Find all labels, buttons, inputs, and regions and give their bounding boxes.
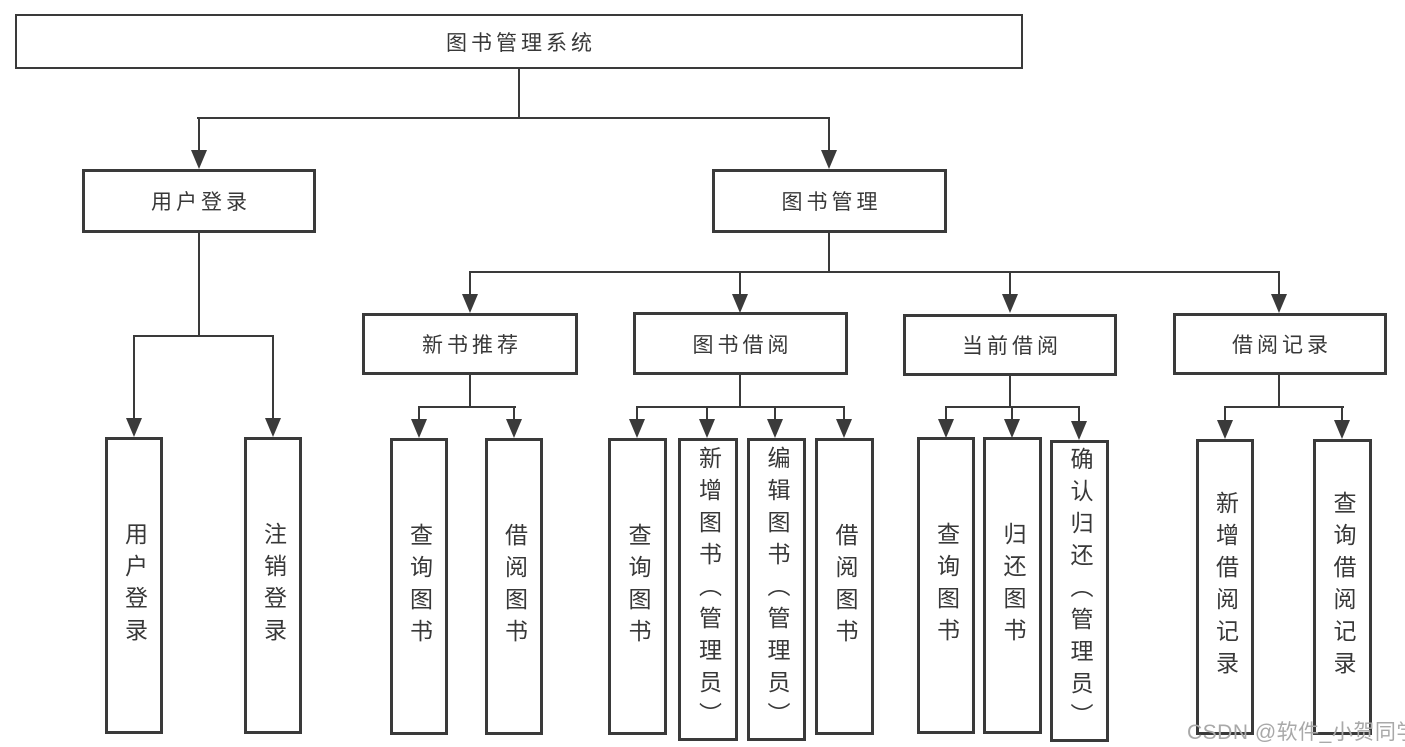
leaf-bb-borrow-label: 借阅图书 [832, 522, 858, 651]
arrowhead-to-user-login [191, 150, 207, 169]
arrowhead-to-leaf-bb-borrow [836, 419, 852, 438]
arrowhead-to-leaf-new-query [411, 419, 427, 438]
edge-bb-leaf4-stem [843, 406, 845, 421]
edge-rec-hline [1224, 406, 1344, 408]
edge-user-hline [133, 335, 274, 337]
node-current-borrow: 当前借阅 [903, 314, 1117, 376]
arrowhead-to-leaf-bb-add [699, 419, 715, 438]
leaf-user-login: 用户登录 [105, 437, 163, 734]
leaf-bb-query-label: 查询图书 [625, 522, 651, 651]
node-book-mgmt: 图书管理 [712, 169, 947, 233]
edge-root-hline [197, 117, 830, 119]
edge-book-record-stem [1278, 271, 1280, 296]
arrowhead-to-new-book [462, 294, 478, 313]
node-book-borrow: 图书借阅 [633, 312, 848, 375]
edge-new-hline [418, 406, 516, 408]
edge-root-book-stem [828, 117, 830, 152]
leaf-cb-confirm-label: 确认归还（管理员） [1067, 447, 1093, 735]
node-root: 图书管理系统 [15, 14, 1023, 69]
edge-rec-leaf2-stem [1341, 406, 1343, 421]
edge-cb-leaf3-stem [1078, 406, 1080, 423]
edge-cb-vline [1009, 376, 1011, 407]
leaf-bb-query: 查询图书 [608, 438, 667, 735]
leaf-rec-query: 查询借阅记录 [1313, 439, 1372, 735]
arrowhead-to-borrow-record [1271, 294, 1287, 313]
leaf-bb-add: 新增图书（管理员） [678, 438, 738, 741]
leaf-user-logout: 注销登录 [244, 437, 302, 734]
leaf-user-logout-label: 注销登录 [260, 521, 287, 650]
leaf-cb-return-label: 归还图书 [1000, 521, 1026, 650]
node-current-borrow-label: 当前借阅 [962, 335, 1062, 358]
edge-bb-leaf2-stem [706, 406, 708, 421]
edge-new-leaf2-stem [513, 406, 515, 421]
edge-rec-vline [1278, 375, 1280, 407]
arrowhead-to-current-borrow [1002, 294, 1018, 313]
edge-book-vline [828, 233, 830, 272]
csdn-watermark: CSDN @软件_小贺同学 [1187, 721, 1405, 744]
leaf-cb-query-label: 查询图书 [933, 521, 960, 650]
leaf-new-borrow: 借阅图书 [485, 438, 543, 735]
leaf-new-query: 查询图书 [390, 438, 448, 735]
arrowhead-to-book-mgmt [821, 150, 837, 169]
arrowhead-to-leaf-user-login [126, 418, 142, 437]
arrowhead-to-leaf-cb-query [938, 419, 954, 438]
arrowhead-to-leaf-cb-return [1004, 419, 1020, 438]
leaf-user-login-label: 用户登录 [121, 521, 148, 650]
edge-book-current-stem [1009, 271, 1011, 296]
edge-book-borrow-stem [739, 271, 741, 296]
node-new-book-rec: 新书推荐 [362, 313, 578, 375]
arrowhead-to-leaf-bb-edit [767, 419, 783, 438]
leaf-cb-return: 归还图书 [983, 437, 1042, 734]
arrowhead-to-leaf-bb-query [629, 419, 645, 438]
edge-rec-leaf1-stem [1224, 406, 1226, 421]
node-user-login-label: 用户登录 [151, 191, 251, 214]
edge-bb-hline [636, 406, 845, 408]
edge-user-leaf2-stem [272, 335, 274, 420]
node-root-label: 图书管理系统 [446, 31, 596, 55]
leaf-new-borrow-label: 借阅图书 [501, 522, 528, 651]
leaf-rec-query-label: 查询借阅记录 [1330, 491, 1356, 683]
leaf-new-query-label: 查询图书 [406, 522, 433, 651]
edge-bb-leaf1-stem [636, 406, 638, 421]
edge-bb-leaf3-stem [774, 406, 776, 421]
edge-user-leaf1-stem [133, 335, 135, 420]
arrowhead-to-leaf-rec-query [1334, 420, 1350, 439]
leaf-rec-add: 新增借阅记录 [1196, 439, 1254, 735]
node-new-book-rec-label: 新书推荐 [422, 334, 522, 357]
arrowhead-to-book-borrow [732, 294, 748, 313]
node-book-mgmt-label: 图书管理 [781, 191, 882, 214]
node-borrow-record: 借阅记录 [1173, 313, 1387, 375]
edge-book-new-stem [469, 271, 471, 296]
edge-root-vline [518, 69, 520, 118]
leaf-cb-confirm: 确认归还（管理员） [1050, 440, 1109, 742]
edge-new-leaf1-stem [418, 406, 420, 421]
edge-user-vline [198, 233, 200, 336]
edge-cb-leaf2-stem [1011, 406, 1013, 421]
arrowhead-to-leaf-new-borrow [506, 419, 522, 438]
arrowhead-to-leaf-user-logout [265, 418, 281, 437]
edge-bb-vline [739, 375, 741, 407]
node-borrow-record-label: 借阅记录 [1232, 334, 1332, 357]
node-book-borrow-label: 图书借阅 [692, 333, 793, 357]
leaf-bb-add-label: 新增图书（管理员） [695, 445, 722, 734]
edge-book-hline [469, 271, 1279, 273]
arrowhead-to-leaf-rec-add [1217, 420, 1233, 439]
leaf-bb-edit-label: 编辑图书（管理员） [764, 445, 790, 734]
arrowhead-to-leaf-cb-confirm [1071, 421, 1087, 440]
edge-new-vline [469, 375, 471, 407]
node-user-login: 用户登录 [82, 169, 316, 233]
leaf-cb-query: 查询图书 [917, 437, 975, 734]
leaf-rec-add-label: 新增借阅记录 [1212, 491, 1239, 683]
leaf-bb-borrow: 借阅图书 [815, 438, 874, 735]
edge-root-user-stem [198, 117, 200, 152]
edge-cb-leaf1-stem [945, 406, 947, 421]
leaf-bb-edit: 编辑图书（管理员） [747, 438, 806, 741]
